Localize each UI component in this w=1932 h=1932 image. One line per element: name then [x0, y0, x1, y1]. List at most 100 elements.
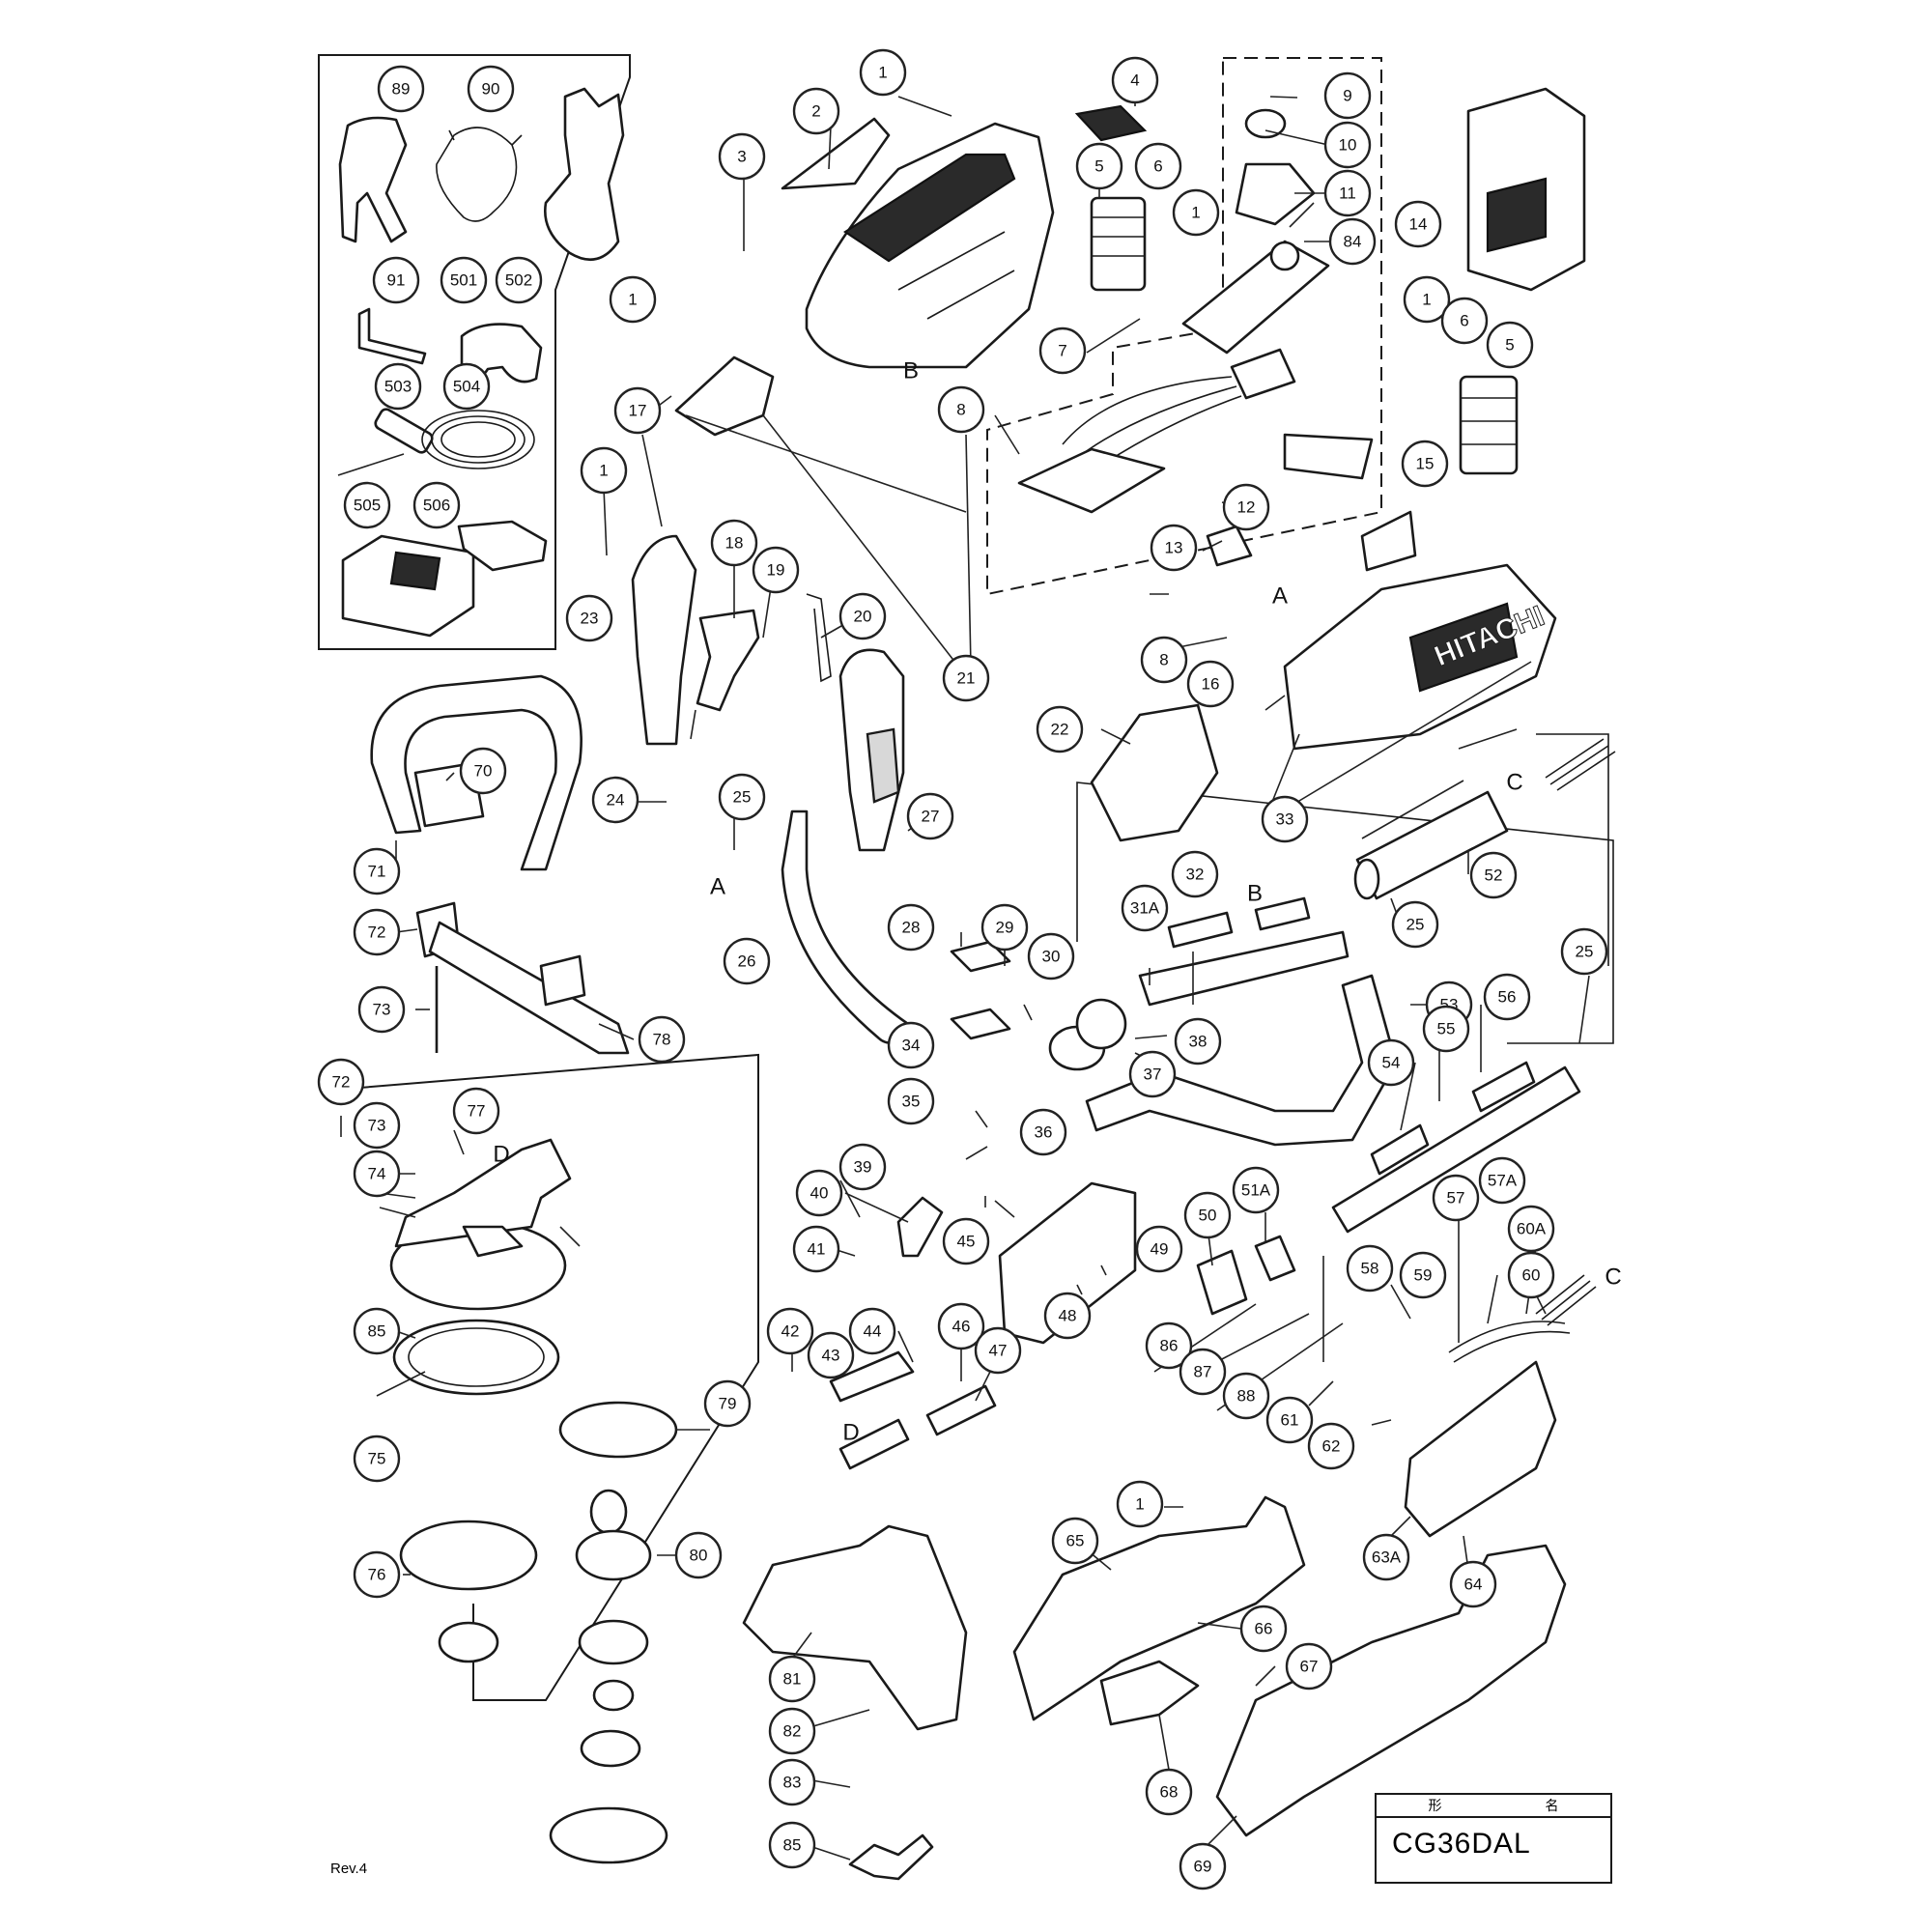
- svg-text:17: 17: [629, 402, 647, 420]
- svg-text:72: 72: [332, 1073, 351, 1092]
- svg-text:2: 2: [811, 102, 820, 121]
- callout-9: 9: [1323, 71, 1372, 120]
- callout-24: 24: [591, 776, 639, 824]
- box-wrench-506: [337, 408, 434, 476]
- callout-20: 20: [838, 592, 887, 640]
- svg-text:59: 59: [1414, 1266, 1433, 1285]
- svg-text:88: 88: [1237, 1387, 1256, 1406]
- callout-31A: 31A: [1121, 884, 1169, 932]
- svg-text:20: 20: [854, 608, 872, 626]
- callout-64: 64: [1449, 1560, 1497, 1608]
- svg-text:47: 47: [989, 1342, 1008, 1360]
- circuit-board: [1062, 348, 1296, 479]
- vent-block-4: [1074, 104, 1148, 142]
- callout-37: 37: [1128, 1050, 1177, 1098]
- svg-text:8: 8: [1159, 651, 1168, 669]
- handle-front-part: [674, 355, 775, 437]
- svg-text:36: 36: [1035, 1123, 1053, 1142]
- plate-78: [399, 1520, 538, 1663]
- svg-text:85: 85: [783, 1836, 802, 1855]
- callout-28: 28: [887, 903, 935, 952]
- svg-text:86: 86: [1160, 1337, 1179, 1355]
- svg-text:39: 39: [854, 1158, 872, 1177]
- svg-text:46: 46: [952, 1318, 971, 1336]
- svg-text:60: 60: [1522, 1266, 1541, 1285]
- svg-text:42: 42: [781, 1322, 800, 1341]
- callout-60A: 60A: [1507, 1205, 1555, 1253]
- grip-cover: [838, 648, 905, 852]
- harness-part-501: [338, 116, 408, 243]
- callout-61: 61: [1265, 1396, 1314, 1444]
- callout-89: 86: [1145, 1321, 1193, 1370]
- svg-text:18: 18: [725, 534, 744, 553]
- callout-25b: 25: [1391, 900, 1439, 949]
- callout-50: 50: [1183, 1191, 1232, 1239]
- svg-text:12: 12: [1237, 498, 1256, 517]
- svg-text:1: 1: [878, 64, 887, 82]
- coupling-50: [1196, 1235, 1296, 1316]
- connector-b-middle: B: [1247, 881, 1263, 907]
- accessory-kit-frame: [318, 54, 631, 650]
- callout-504: 501: [440, 256, 488, 304]
- callout-5b: 5: [1486, 321, 1534, 369]
- callout-19: 19: [752, 546, 800, 594]
- svg-text:91: 91: [387, 271, 406, 290]
- callout-68: 68: [1145, 1768, 1193, 1816]
- nylon-cord-507: [421, 410, 535, 469]
- callout-3: 3: [718, 132, 766, 181]
- svg-text:1: 1: [1191, 204, 1200, 222]
- callout-66: 66: [1239, 1605, 1288, 1653]
- svg-text:1: 1: [628, 291, 637, 309]
- callout-25c: 25: [1560, 927, 1608, 976]
- svg-text:74: 74: [368, 1165, 386, 1183]
- hose-sleeve-31A: [1138, 896, 1350, 1007]
- callout-8a: 8: [937, 385, 985, 434]
- svg-text:77: 77: [468, 1102, 486, 1121]
- svg-text:11: 11: [1339, 185, 1356, 203]
- callout-83: 81: [768, 1655, 816, 1703]
- callout-51A: 51A: [1232, 1166, 1280, 1214]
- svg-text:10: 10: [1339, 136, 1357, 155]
- callout-60: 60: [1507, 1251, 1555, 1299]
- callout-38: 38: [1174, 1017, 1222, 1065]
- callout-32: 32: [1171, 850, 1219, 898]
- svg-text:22: 22: [1051, 721, 1069, 739]
- callout-52: 52: [1469, 851, 1518, 899]
- heat-sink-5b: [1459, 375, 1519, 475]
- callout-90: 87: [1179, 1348, 1227, 1396]
- callout-29: 29: [980, 903, 1029, 952]
- clamp-86: [848, 1833, 934, 1881]
- callout-2: 2: [792, 87, 840, 135]
- svg-text:29: 29: [996, 919, 1014, 937]
- callout-509: 506: [412, 481, 461, 529]
- callout-34: 34: [887, 1021, 935, 1069]
- callout-84: 82: [768, 1707, 816, 1755]
- callout-48: 48: [1043, 1292, 1092, 1340]
- callout-42: 42: [766, 1307, 814, 1355]
- callout-26: 26: [723, 937, 771, 985]
- model-title-block: 形 名 CG36DAL: [1375, 1793, 1612, 1884]
- pivot-37: [1048, 998, 1127, 1071]
- connector-a-left: A: [710, 874, 725, 900]
- callout-1f: 1: [1116, 1480, 1164, 1528]
- svg-text:82: 82: [783, 1722, 802, 1741]
- svg-text:24: 24: [607, 791, 625, 810]
- svg-text:73: 73: [368, 1117, 386, 1135]
- callout-501: 89: [377, 65, 425, 113]
- callout-21: 21: [942, 654, 990, 702]
- connector-c-bottom: C: [1605, 1264, 1621, 1291]
- clamp-29: [950, 940, 1011, 1040]
- svg-text:61: 61: [1281, 1411, 1299, 1430]
- svg-text:30: 30: [1042, 948, 1061, 966]
- callout-507: 504: [442, 362, 491, 411]
- callout-6a: 6: [1134, 142, 1182, 190]
- svg-text:57: 57: [1447, 1189, 1465, 1208]
- battery-pack-14: [1466, 87, 1586, 292]
- callout-6b: 6: [1440, 297, 1489, 345]
- callout-5a: 5: [1075, 142, 1123, 190]
- guard-front-22: [1090, 703, 1219, 842]
- callout-10: 10: [1323, 121, 1372, 169]
- ring-88: [392, 1319, 560, 1396]
- callout-73: 73: [357, 985, 406, 1034]
- connector-c-top: C: [1506, 770, 1522, 796]
